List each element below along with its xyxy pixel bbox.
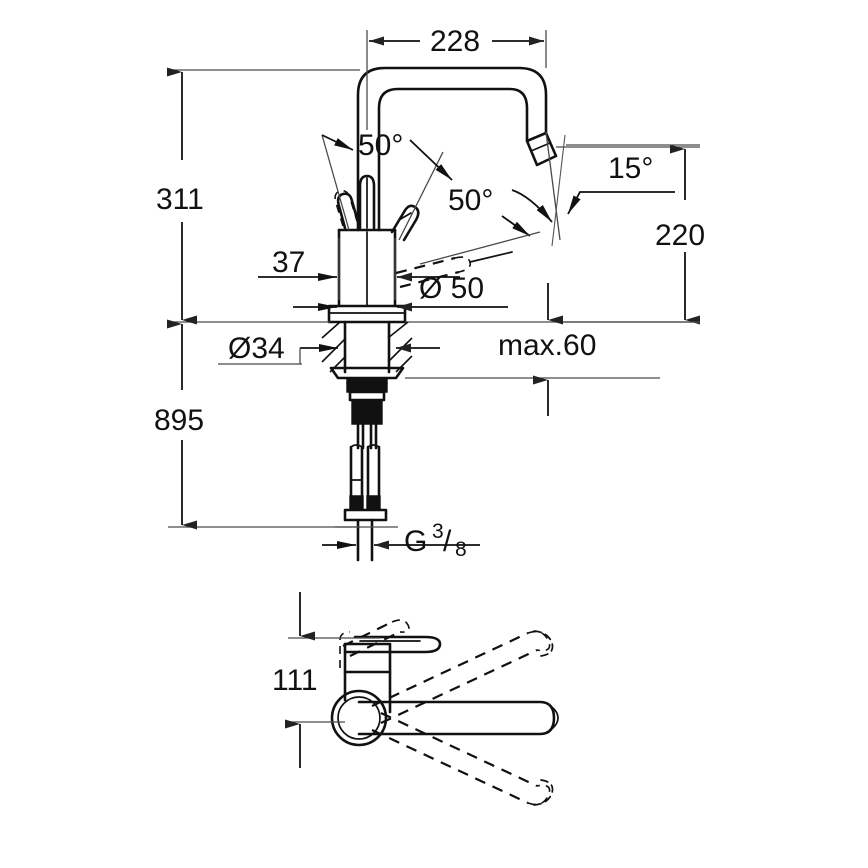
dimension-spout-reach: 228 (366, 25, 547, 130)
angle-label-15: 15° (608, 152, 653, 185)
dimension-label-111: 111 (272, 664, 318, 697)
plan-view-faucet (330, 619, 559, 806)
dimension-label-thread-numerator: 3 (432, 520, 444, 543)
faucet-body-column (327, 228, 407, 324)
lever-handle-left-position (334, 189, 360, 230)
dimension-label-d50: Ø 50 (419, 272, 484, 305)
dimension-handle-offset: 37 (258, 238, 460, 300)
angle-aerator: 15° (511, 131, 700, 247)
angle-lever-right: 50° (398, 139, 493, 241)
dimension-hose-length: 895 (154, 319, 360, 530)
dimension-label-895: 895 (154, 404, 204, 437)
lever-handle-center (358, 174, 376, 230)
dimension-plan-height: 111 (272, 592, 380, 768)
angle-label-50-left: 50° (358, 129, 403, 162)
dimension-mount-hole: Ø34 (218, 321, 440, 373)
dimension-thread-size: G 3 / 8 (322, 520, 480, 561)
dimension-label-thread-slash: / (443, 525, 452, 558)
dimension-label-thread-g: G (404, 525, 427, 558)
dimension-label-thread-denominator: 8 (455, 538, 467, 561)
dimension-overall-height: 311 (156, 67, 360, 325)
dimension-label-228: 228 (430, 25, 480, 58)
angle-lever-swivel-pointer (419, 215, 541, 265)
dimension-counter-thickness: max.60 (405, 283, 700, 416)
dimension-label-220: 220 (655, 219, 705, 252)
dimension-label-max60: max.60 (498, 329, 596, 362)
faucet-spout (356, 66, 558, 232)
mounting-assembly (329, 320, 405, 450)
lever-handle-swung-position (395, 251, 513, 289)
dimension-label-37: 37 (272, 246, 305, 279)
dimension-body-diameter: Ø 50 (293, 272, 508, 312)
angle-lever-left: 50° (321, 129, 403, 231)
supply-hoses (343, 444, 388, 562)
dimension-label-d34: Ø34 (228, 332, 285, 365)
dimension-label-311: 311 (156, 183, 204, 216)
angle-label-50-right: 50° (448, 184, 493, 217)
